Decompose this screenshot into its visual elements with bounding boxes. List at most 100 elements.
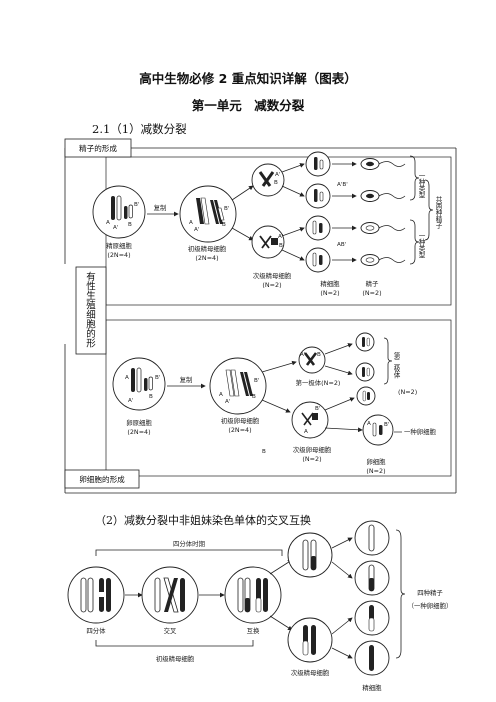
second-polar-body-3 <box>356 386 376 406</box>
sperm-1 <box>360 158 406 170</box>
spermatogonium-label: 精原细胞 <box>106 241 132 250</box>
svg-text:(N=2): (N=2) <box>302 455 321 463</box>
spermatid-fig2-1 <box>354 520 390 556</box>
svg-text:B': B' <box>155 375 160 381</box>
svg-text:B: B <box>252 394 256 400</box>
egg-type-label: 一种卵细胞 <box>404 427 437 436</box>
sperm-2 <box>360 190 406 202</box>
secondary-spermatocyte-label: 次级精母细胞 <box>253 271 292 280</box>
svg-text:B: B <box>279 243 283 249</box>
svg-text:共两种精子: 共两种精子 <box>434 195 442 229</box>
svg-text:B: B <box>262 449 266 455</box>
svg-text:(2N=4): (2N=4) <box>107 251 130 259</box>
svg-text:卵细胞的形成: 卵细胞的形成 <box>79 474 125 484</box>
bracket-type-2 <box>409 219 420 265</box>
primary-oocyte-label: 初级卵母细胞 <box>221 416 260 425</box>
bracket-total <box>424 179 434 241</box>
primary-spermatocyte-cell: A A' B' B <box>179 185 237 243</box>
document-title: 高中生物必修 2 重点知识详解（图表） <box>139 71 357 86</box>
first-polar-body: A' B <box>298 346 326 374</box>
svg-text:殖: 殖 <box>86 300 96 312</box>
svg-text:B': B' <box>224 206 229 212</box>
svg-text:A'B': A'B' <box>337 182 348 188</box>
svg-text:B': B' <box>134 202 139 208</box>
exchange-label: 互换 <box>247 626 260 635</box>
svg-text:B: B <box>222 222 226 228</box>
svg-text:的: 的 <box>86 328 96 340</box>
svg-text:(N=2): (N=2) <box>398 388 417 396</box>
replicate-label-egg: 复制 <box>180 375 193 384</box>
primary-oocyte-cell: A A' B' B <box>209 357 267 415</box>
svg-text:A: A <box>125 375 129 381</box>
tetrad-label: 四分体 <box>86 626 106 635</box>
primary-bracket <box>95 640 254 647</box>
oogonium-label: 卵原细胞 <box>126 418 152 427</box>
primary-spermatocyte-label-2: 初级精母细胞 <box>156 654 195 663</box>
svg-text:B': B' <box>384 422 389 428</box>
sperm-4 <box>360 254 406 266</box>
svg-text:(N=2): (N=2) <box>362 289 381 297</box>
svg-text:A: A <box>219 392 223 398</box>
svg-text:B: B <box>317 352 321 358</box>
svg-text:生: 生 <box>86 290 96 302</box>
spermatid-fig2-4 <box>354 640 390 676</box>
secondary-spermatocyte-label-2: 次级精母细胞 <box>291 668 330 677</box>
svg-text:B: B <box>149 394 153 400</box>
sperm-3 <box>360 222 406 234</box>
svg-text:A': A' <box>225 399 230 405</box>
four-sperm-bracket <box>395 529 406 659</box>
secondary-spermatocyte-fig2-top <box>287 532 333 578</box>
polar-body-bracket <box>383 337 393 385</box>
svg-text:(2N=4): (2N=4) <box>195 254 218 262</box>
spermatogonium-cell: A A' B' B <box>92 185 146 239</box>
spermatid-label: 精细胞 <box>320 279 340 288</box>
secondary-oocyte-cell: B' A <box>291 401 329 439</box>
primary-spermatocyte-label: 初级精母细胞 <box>188 244 227 253</box>
total-sperm-label: 共两种精子 <box>434 195 442 229</box>
spermatid-fig2-3 <box>354 600 390 636</box>
svg-text:精子的形成: 精子的形成 <box>79 143 117 153</box>
svg-text:B: B <box>274 180 278 186</box>
four-sperm-label: 四种精子 <box>417 588 443 597</box>
tetrad-cell <box>67 566 125 624</box>
svg-text:A': A' <box>275 172 280 178</box>
svg-text:有: 有 <box>86 271 96 283</box>
egg-cell: A B' <box>362 414 394 446</box>
svg-text:A: A <box>304 429 308 435</box>
secondary-spermatocyte-top: A' B <box>251 163 285 197</box>
replicate-label: 复制 <box>154 203 167 212</box>
sperm-formation-label: 精子的形成 <box>64 138 132 158</box>
spermatid-1 <box>305 151 331 177</box>
unit-heading: 第一单元 减数分裂 <box>191 98 305 113</box>
spermatid-label-2: 精细胞 <box>362 683 382 692</box>
first-polar-body-label: 第一极体(N=2) <box>296 378 341 387</box>
svg-text:(2N=4): (2N=4) <box>127 428 150 436</box>
svg-text:性: 性 <box>86 281 96 293</box>
oogonium-cell: A A' B' B <box>112 357 166 411</box>
crossover-cell <box>141 566 199 624</box>
type-label-2: 一种类型 <box>417 232 425 259</box>
svg-text:A': A' <box>300 352 305 358</box>
svg-text:(N=2): (N=2) <box>320 289 339 297</box>
svg-text:A: A <box>189 220 193 226</box>
spermatid-3 <box>305 215 331 241</box>
svg-text:胞: 胞 <box>86 319 96 331</box>
side-label-box: 有 性 生 殖 细 胞 的 形 成 <box>75 266 107 355</box>
one-egg-note: （一种卵细胞） <box>408 601 453 610</box>
svg-text:一种类型: 一种类型 <box>417 172 425 199</box>
svg-text:A': A' <box>194 227 199 233</box>
svg-text:A': A' <box>278 234 283 240</box>
svg-text:(N=2): (N=2) <box>262 281 281 289</box>
spermatid-4 <box>305 247 331 273</box>
svg-text:B': B' <box>315 406 320 412</box>
spermatid-2 <box>305 183 331 209</box>
sperm-label: 精子 <box>366 279 379 288</box>
second-polar-body-label: 第二极体 <box>392 351 400 380</box>
svg-text:A': A' <box>128 398 133 404</box>
bracket-type-1 <box>409 155 420 201</box>
figure-1-frame <box>64 147 457 494</box>
svg-text:(N=2): (N=2) <box>366 467 385 475</box>
svg-text:AB': AB' <box>337 242 346 248</box>
